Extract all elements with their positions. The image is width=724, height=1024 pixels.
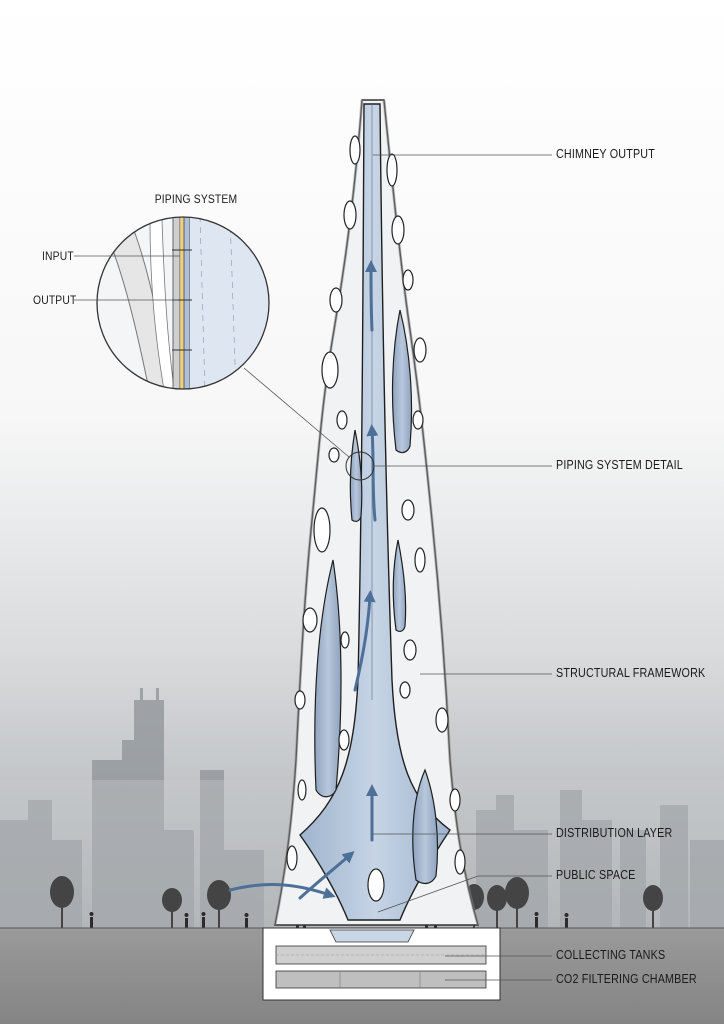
- piping-system-inset: [74, 216, 270, 390]
- airflow-arrows: [228, 260, 379, 900]
- framework-voids: [286, 135, 466, 902]
- co2-filtering-chamber-label: CO2 FILTERING CHAMBER: [556, 972, 697, 986]
- input-label: INPUT: [42, 249, 74, 263]
- distribution-layer-label: DISTRIBUTION LAYER: [556, 826, 673, 840]
- lattice-pods: [314, 309, 439, 885]
- output-label: OUTPUT: [33, 293, 77, 307]
- piping-detail-connector: [243, 367, 350, 458]
- public-space-label: PUBLIC SPACE: [556, 868, 636, 882]
- co2-filtering-chamber: [275, 970, 487, 989]
- piping-system-title: PIPING SYSTEM: [154, 192, 238, 206]
- underground-chambers: [262, 927, 501, 1001]
- collecting-tanks-label: COLLECTING TANKS: [556, 948, 666, 962]
- label-leaders: [372, 154, 552, 981]
- city-skyline: [0, 688, 724, 930]
- chimney-output-label: CHIMNEY OUTPUT: [556, 147, 655, 161]
- structural-framework-label: STRUCTURAL FRAMEWORK: [556, 666, 706, 680]
- piping-system-detail-label: PIPING SYSTEM DETAIL: [556, 458, 683, 472]
